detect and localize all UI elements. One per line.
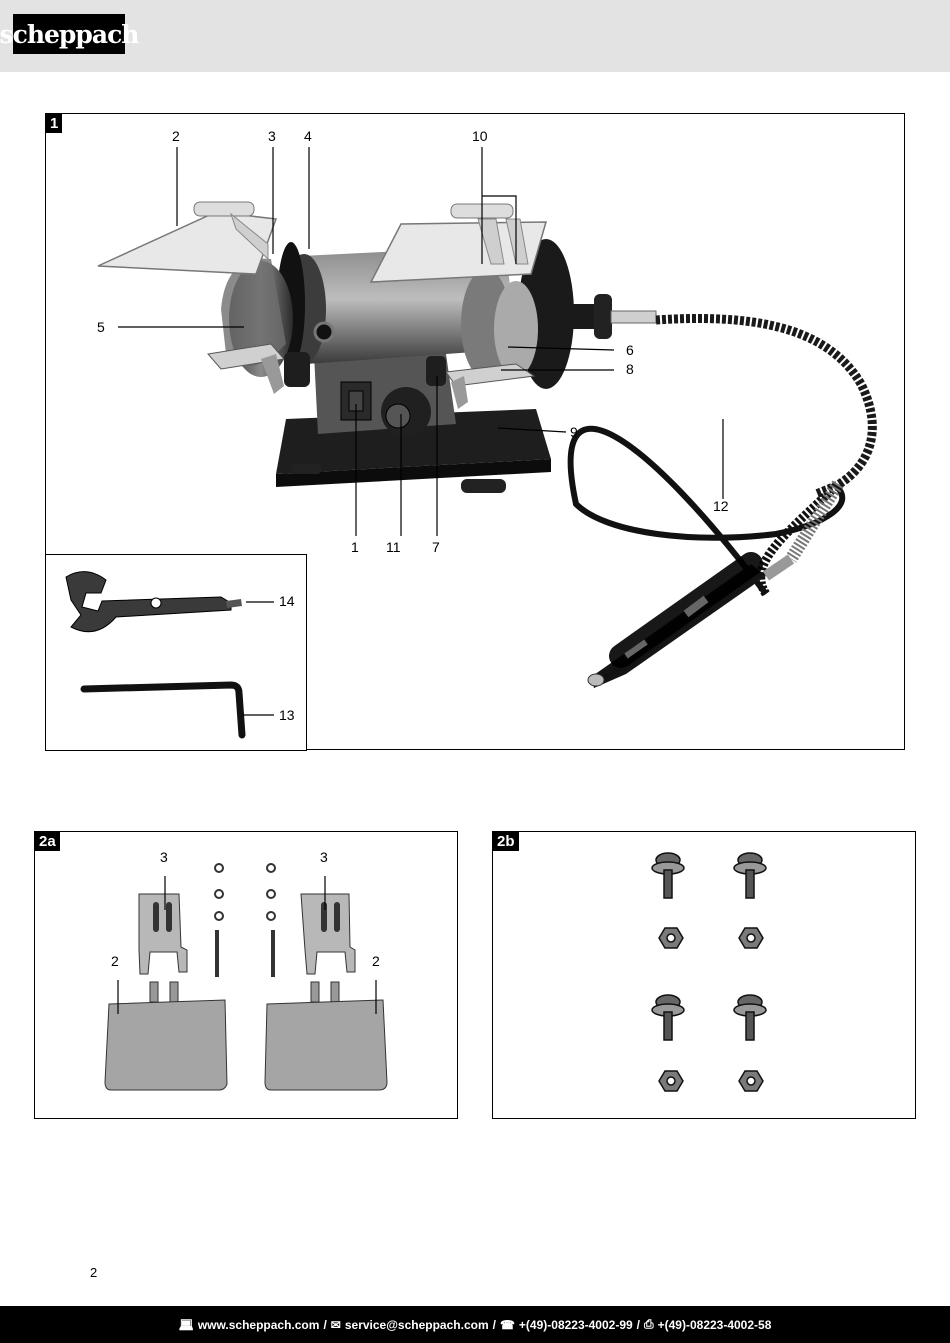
callout-2: 2 — [172, 128, 180, 144]
callout-5: 5 — [97, 319, 105, 335]
separator: / — [492, 1317, 496, 1332]
left-eye-shield — [97, 201, 278, 275]
footer-contact-bar: 💻︎ www.scheppach.com / ✉︎ service@schepp… — [0, 1306, 950, 1343]
callout-1: 1 — [351, 539, 359, 555]
allen-key-illustration — [80, 681, 246, 739]
eye-shield-parts-illustration — [104, 863, 388, 1091]
screws-and-nuts-illustration — [651, 852, 767, 1092]
washers-and-screws — [214, 863, 276, 977]
flexible-shaft — [566, 294, 877, 688]
callout-11: 11 — [386, 539, 401, 555]
email-link[interactable]: service@scheppach.com — [344, 1317, 489, 1332]
callout-2a-2-left: 2 — [111, 953, 119, 969]
figure-2b-tag: 2b — [493, 832, 519, 851]
header-band: scheppach — [0, 0, 950, 72]
callout-2a-3-right: 3 — [320, 849, 328, 865]
callout-2a-2-right: 2 — [372, 953, 380, 969]
website-link[interactable]: www.scheppach.com — [197, 1317, 320, 1332]
separator: / — [323, 1317, 327, 1332]
on-off-switch — [340, 381, 372, 421]
accessories-inset: 14 13 — [45, 554, 307, 751]
fax-icon: ⎙ — [644, 1317, 654, 1331]
right-eye-shield — [369, 203, 548, 283]
callout-2a-3-left: 3 — [160, 849, 168, 865]
screw-set — [651, 852, 767, 1041]
callout-4: 4 — [304, 128, 312, 144]
right-bracket — [300, 893, 356, 975]
callout-10: 10 — [472, 128, 488, 144]
figure-2b: 2b — [492, 831, 916, 1119]
separator: / — [636, 1317, 641, 1332]
right-shield-plate — [264, 981, 388, 1091]
nut-set — [658, 927, 764, 1092]
callout-13: 13 — [279, 707, 295, 723]
grinder-base — [276, 354, 551, 493]
computer-icon: 💻︎ — [178, 1317, 194, 1332]
callout-7: 7 — [432, 539, 440, 555]
callout-9: 9 — [570, 424, 578, 440]
figure-2a: 2a 3 3 2 2 — [34, 831, 458, 1119]
accessories-illustration — [65, 571, 274, 739]
callout-8: 8 — [626, 361, 634, 377]
speed-knob — [381, 387, 431, 437]
callout-3: 3 — [268, 128, 276, 144]
right-grinding-wheel — [461, 239, 574, 389]
phone-number: +(49)-08223-4002-99 — [518, 1317, 633, 1332]
callout-leaders — [118, 147, 724, 536]
left-bracket — [138, 893, 188, 975]
left-tool-rest — [207, 343, 310, 394]
mail-icon: ✉︎ — [330, 1317, 341, 1332]
wrench-illustration — [65, 571, 242, 633]
fax-number: +(49)-08223-4002-58 — [657, 1317, 772, 1332]
bench-grinder-illustration — [97, 147, 877, 688]
figure-2a-tag: 2a — [35, 832, 60, 851]
phone-icon: ☎︎ — [499, 1317, 515, 1332]
figure-1: 1 2 3 4 10 5 6 8 9 12 1 11 7 14 13 — [45, 113, 905, 751]
figure-1-tag: 1 — [46, 114, 63, 133]
callout-12: 12 — [713, 498, 729, 514]
left-shield-plate — [104, 981, 228, 1091]
callout-14: 14 — [279, 593, 295, 609]
scheppach-logo: scheppach — [0, 14, 139, 54]
callout-6: 6 — [626, 342, 634, 358]
page-number: 2 — [90, 1265, 98, 1280]
